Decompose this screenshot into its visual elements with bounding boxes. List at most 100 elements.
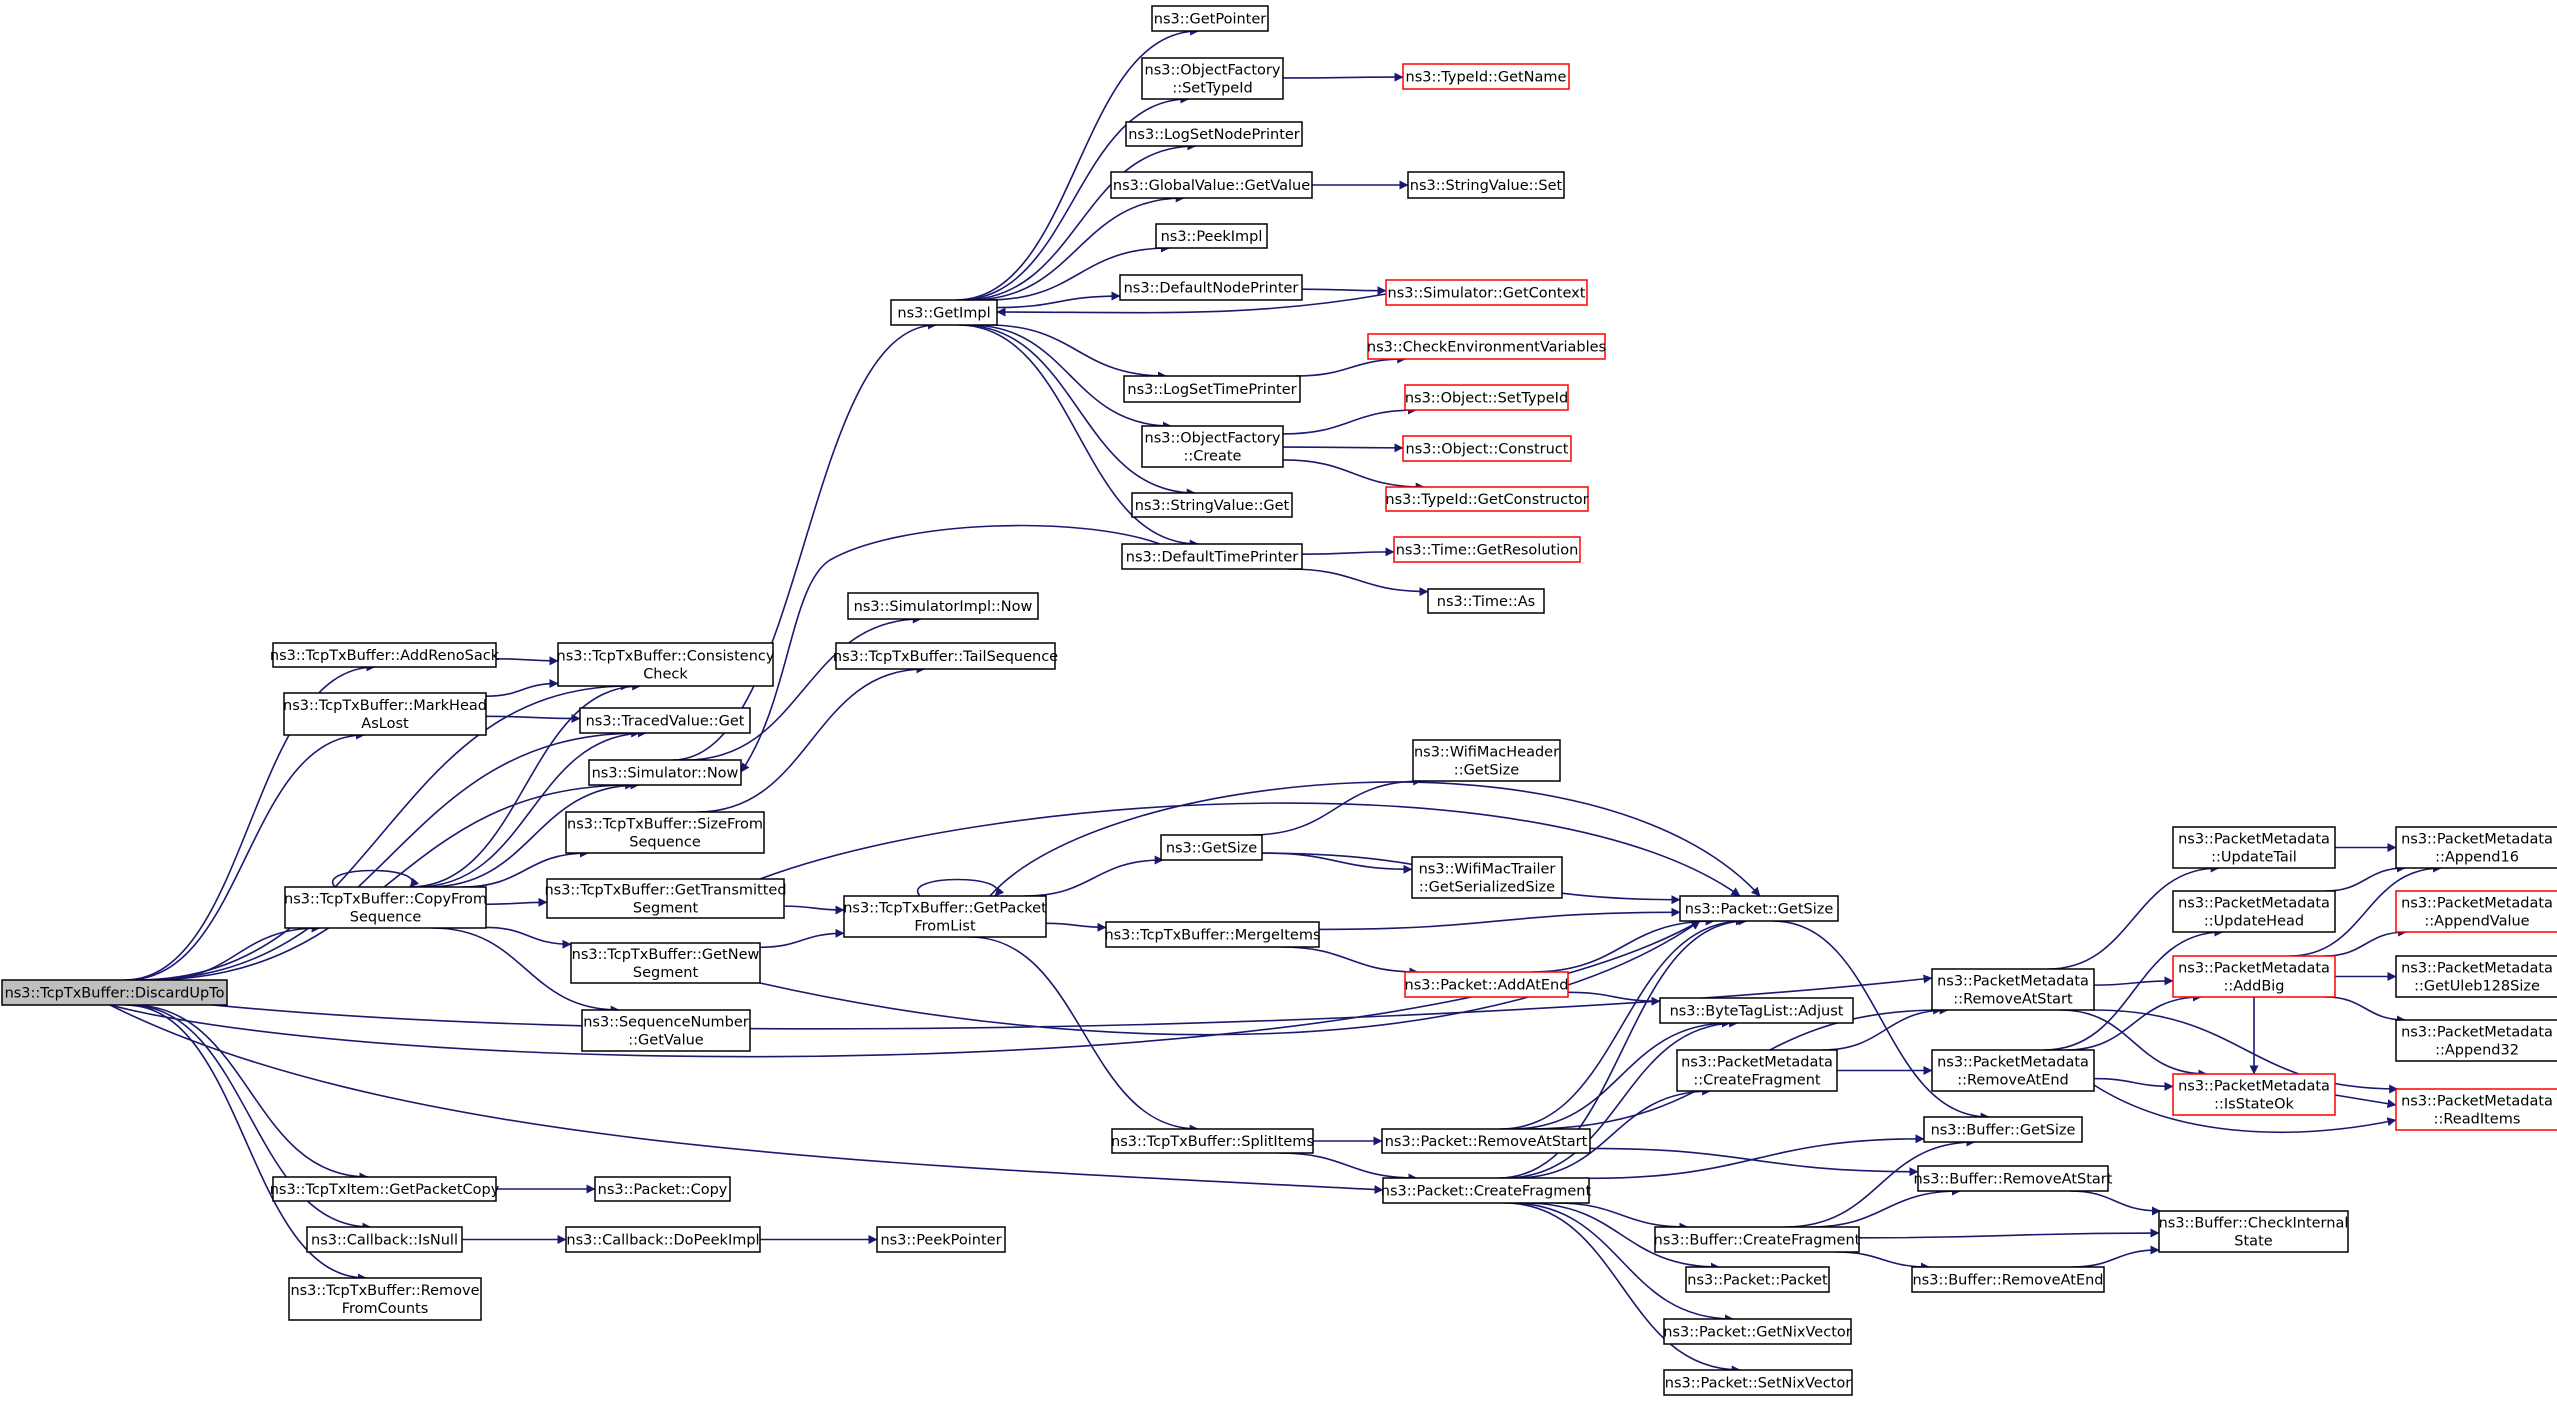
node-label: ns3::Callback::IsNull	[311, 1233, 458, 1249]
node-box	[1679, 895, 1839, 922]
node-defTimePrinter[interactable]: ns3::DefaultTimePrinter	[1121, 543, 1303, 570]
edge-ofSetTypeId-to-typeIdGetName	[1282, 72, 1404, 82]
edge-getImpl-to-ofSetTypeId	[958, 94, 1190, 301]
node-label: ns3::PacketMetadata	[2401, 832, 2553, 848]
node-pmAppend32[interactable]: ns3::PacketMetadata::Append32	[2395, 1019, 2557, 1062]
node-box	[1119, 274, 1303, 301]
node-pmAddBig[interactable]: ns3::PacketMetadata::AddBig	[2172, 955, 2336, 998]
node-logSetNode[interactable]: ns3::LogSetNodePrinter	[1125, 121, 1303, 147]
node-pmUpdateHead[interactable]: ns3::PacketMetadata::UpdateHead	[2172, 890, 2336, 933]
node-pktAddAtEnd[interactable]: ns3::Packet::AddAtEnd	[1404, 971, 1569, 998]
node-getPointer[interactable]: ns3::GetPointer	[1151, 5, 1269, 32]
node-box	[1663, 1318, 1852, 1345]
node-pmUpdateTail[interactable]: ns3::PacketMetadata::UpdateTail	[2172, 826, 2336, 869]
node-cbIsNull[interactable]: ns3::Callback::IsNull	[306, 1226, 463, 1253]
edge-defTimePrinter-to-simNow	[740, 524, 1161, 773]
node-typeIdGetCtor[interactable]: ns3::TypeId::GetConstructor	[1385, 486, 1589, 512]
node-box	[1123, 375, 1301, 403]
node-doPeekImpl[interactable]: ns3::Callback::DoPeekImpl	[565, 1226, 761, 1253]
node-label: ns3::Simulator::GetContext	[1388, 286, 1586, 302]
node-timeGetRes[interactable]: ns3::Time::GetResolution	[1393, 536, 1581, 563]
node-box	[2395, 826, 2557, 869]
node-ofCreate[interactable]: ns3::ObjectFactory::Create	[1141, 425, 1284, 468]
node-pktCopy[interactable]: ns3::Packet::Copy	[594, 1176, 731, 1202]
node-getSize[interactable]: ns3::GetSize	[1160, 834, 1263, 861]
node-typeIdGetName[interactable]: ns3::TypeId::GetName	[1402, 63, 1570, 90]
node-label: ns3::Packet::GetNixVector	[1663, 1325, 1851, 1341]
node-tracedGet[interactable]: ns3::TracedValue::Get	[579, 707, 751, 734]
node-objSetTypeId[interactable]: ns3::Object::SetTypeId	[1404, 384, 1569, 411]
node-label: ns3::TcpTxBuffer::TailSequence	[833, 649, 1058, 665]
node-wifiHdrGetSize[interactable]: ns3::WifiMacHeader::GetSize	[1412, 739, 1561, 782]
node-pktSetNix[interactable]: ns3::Packet::SetNixVector	[1663, 1369, 1853, 1396]
edge-getNewSeg-to-pktGetSize	[759, 920, 1701, 1036]
node-btlAdjust[interactable]: ns3::ByteTagList::Adjust	[1659, 997, 1854, 1024]
node-svSet[interactable]: ns3::StringValue::Set	[1407, 171, 1565, 199]
node-pmCreateFragment[interactable]: ns3::PacketMetadata::CreateFragment	[1676, 1049, 1838, 1092]
node-splitItems[interactable]: ns3::TcpTxBuffer::SplitItems	[1111, 1128, 1314, 1154]
node-label: ns3::ObjectFactory	[1145, 63, 1281, 79]
node-peekPointer[interactable]: ns3::PeekPointer	[876, 1226, 1006, 1253]
node-box	[1654, 1226, 1860, 1253]
node-pktPacket[interactable]: ns3::Packet::Packet	[1685, 1266, 1830, 1293]
node-bufGetSize[interactable]: ns3::Buffer::GetSize	[1923, 1116, 2083, 1143]
node-bufRemoveAtEnd[interactable]: ns3::Buffer::RemoveAtEnd	[1911, 1266, 2105, 1293]
node-tailSeq[interactable]: ns3::TcpTxBuffer::TailSequence	[833, 642, 1058, 670]
node-seqGetValue[interactable]: ns3::SequenceNumber::GetValue	[581, 1009, 751, 1052]
node-pmAppendValue[interactable]: ns3::PacketMetadata::AppendValue	[2395, 890, 2557, 933]
node-svGet[interactable]: ns3::StringValue::Get	[1131, 492, 1293, 518]
node-mergeItems[interactable]: ns3::TcpTxBuffer::MergeItems	[1104, 921, 1321, 948]
edge-pktCreateFragment-to-bufGetSize	[1588, 1134, 1925, 1180]
node-box	[1402, 435, 1572, 462]
node-simImplNow[interactable]: ns3::SimulatorImpl::Now	[847, 592, 1039, 620]
node-pmAppend16[interactable]: ns3::PacketMetadata::Append16	[2395, 826, 2557, 869]
node-label: ns3::DefaultNodePrinter	[1124, 281, 1299, 297]
node-bufRemoveAtStart[interactable]: ns3::Buffer::RemoveAtStart	[1914, 1165, 2113, 1192]
node-logSetTime[interactable]: ns3::LogSetTimePrinter	[1123, 375, 1301, 403]
node-getPacketCopy[interactable]: ns3::TcpTxItem::GetPacketCopy	[270, 1176, 500, 1202]
node-ofSetTypeId[interactable]: ns3::ObjectFactory::SetTypeId	[1141, 57, 1284, 100]
node-bufCreateFragment[interactable]: ns3::Buffer::CreateFragment	[1654, 1226, 1861, 1253]
node-addRenoSack[interactable]: ns3::TcpTxBuffer::AddRenoSack	[270, 642, 500, 668]
node-label: Segment	[633, 965, 699, 981]
node-pmRemoveAtStart[interactable]: ns3::PacketMetadata::RemoveAtStart	[1931, 968, 2095, 1011]
node-box	[565, 811, 765, 854]
node-pktRemoveAtStart[interactable]: ns3::Packet::RemoveAtStart	[1381, 1128, 1591, 1154]
node-pmIsStateOk[interactable]: ns3::PacketMetadata::IsStateOk	[2172, 1073, 2336, 1116]
node-pmGetUleb[interactable]: ns3::PacketMetadata::GetUleb128Size	[2395, 955, 2557, 998]
node-root[interactable]: ns3::TcpTxBuffer::DiscardUpTo	[1, 979, 228, 1006]
node-simNow[interactable]: ns3::Simulator::Now	[588, 759, 742, 786]
node-defNodePrinter[interactable]: ns3::DefaultNodePrinter	[1119, 274, 1303, 301]
node-pmReadItems[interactable]: ns3::PacketMetadata::ReadItems	[2395, 1088, 2557, 1131]
node-pktGetNix[interactable]: ns3::Packet::GetNixVector	[1663, 1318, 1852, 1345]
node-box	[557, 642, 774, 687]
node-peekImpl[interactable]: ns3::PeekImpl	[1155, 223, 1268, 249]
node-box	[890, 299, 998, 326]
node-wifiTrailer[interactable]: ns3::WifiMacTrailer::GetSerializedSize	[1411, 856, 1563, 899]
node-pktCreateFragment[interactable]: ns3::Packet::CreateFragment	[1381, 1177, 1592, 1204]
node-timeAs[interactable]: ns3::Time::As	[1427, 588, 1545, 614]
node-checkEnv[interactable]: ns3::CheckEnvironmentVariables	[1367, 333, 1606, 360]
node-getImpl[interactable]: ns3::GetImpl	[890, 299, 998, 326]
edge-ofCreate-to-typeIdGetCtor	[1282, 459, 1425, 492]
node-box	[1676, 1049, 1838, 1092]
node-label: ns3::PacketMetadata	[2401, 961, 2553, 977]
node-gvGetValue[interactable]: ns3::GlobalValue::GetValue	[1110, 171, 1313, 199]
edge-getPacketFromList-to-mergeItems	[1045, 922, 1107, 932]
node-box	[2395, 955, 2557, 998]
node-label: Check	[643, 667, 688, 683]
node-objConstruct[interactable]: ns3::Object::Construct	[1402, 435, 1572, 462]
node-label: ns3::TcpTxBuffer::MergeItems	[1104, 928, 1320, 944]
node-simGetContext[interactable]: ns3::Simulator::GetContext	[1385, 279, 1588, 306]
node-pmRemoveAtEnd[interactable]: ns3::PacketMetadata::RemoveAtEnd	[1931, 1049, 2095, 1092]
node-pktGetSize[interactable]: ns3::Packet::GetSize	[1679, 895, 1839, 922]
